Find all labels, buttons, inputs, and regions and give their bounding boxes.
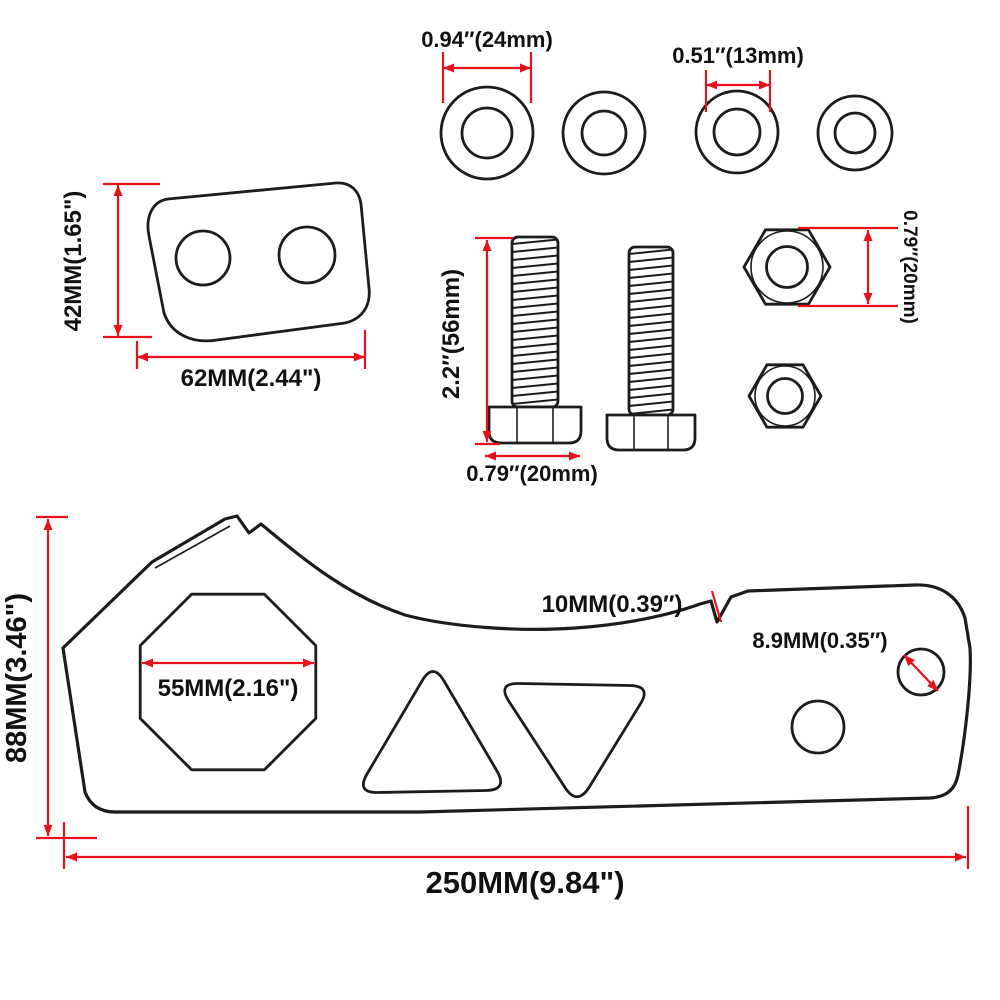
hex-nut-2	[747, 363, 823, 429]
washer-1	[439, 85, 535, 181]
bracket-thickness-label: 10MM(0.39″)	[542, 591, 683, 618]
dim-bolt-head: 0.79″(20mm)	[466, 451, 598, 486]
gasket-width-dim-label: 62MM(2.44")	[181, 365, 322, 392]
dim-bracket-small-hole: 8.9MM(0.35″)	[752, 628, 939, 692]
bracket-triangle-hole-2	[503, 682, 646, 799]
dim-gasket-width: 62MM(2.44")	[135, 330, 367, 392]
tow-hook-bracket	[61, 514, 972, 814]
bracket-triangle-hole-1	[361, 670, 503, 794]
bracket-hole-dim-label: 55MM(2.16")	[158, 675, 299, 702]
bolt-head-dim-label: 0.79″(20mm)	[466, 461, 598, 486]
dim-bracket-height: 88MM(3.46")	[1, 515, 97, 840]
dim-bracket-width: 250MM(9.84")	[62, 806, 970, 900]
bolt-2	[605, 245, 697, 452]
bolt-1	[487, 235, 583, 445]
bracket-height-dim-label: 88MM(3.46")	[1, 593, 33, 763]
dim-washer-inner: 0.51″(13mm)	[672, 43, 804, 112]
dim-nut-width: 0.79″(20mm)	[798, 210, 920, 324]
backing-plate	[146, 181, 371, 343]
hex-nut-1	[742, 228, 832, 306]
bracket-center-hole	[138, 592, 318, 772]
dim-bolt-length: 2.2″(56mm)	[438, 236, 513, 446]
bracket-width-dim-label: 250MM(9.84")	[425, 865, 624, 900]
washer-2	[561, 90, 647, 176]
dim-washer-outer: 0.94″(24mm)	[421, 27, 553, 103]
bracket-bolt-hole	[790, 699, 846, 755]
bracket-small-hole-label: 8.9MM(0.35″)	[752, 628, 887, 653]
washer-inner-dim-label: 0.51″(13mm)	[672, 43, 804, 68]
washer-3	[694, 89, 780, 175]
label-bracket-thickness: 10MM(0.39″)	[542, 590, 723, 623]
washer-outer-dim-label: 0.94″(24mm)	[421, 27, 553, 52]
nut-width-dim-label: 0.79″(20mm)	[899, 210, 920, 324]
dim-gasket-height: 42MM(1.65")	[60, 182, 160, 339]
dim-bracket-hole: 55MM(2.16")	[142, 658, 314, 702]
washer-4	[816, 94, 894, 172]
gasket-height-dim-label: 42MM(1.65")	[60, 191, 87, 332]
bolt-length-dim-label: 2.2″(56mm)	[438, 269, 465, 399]
